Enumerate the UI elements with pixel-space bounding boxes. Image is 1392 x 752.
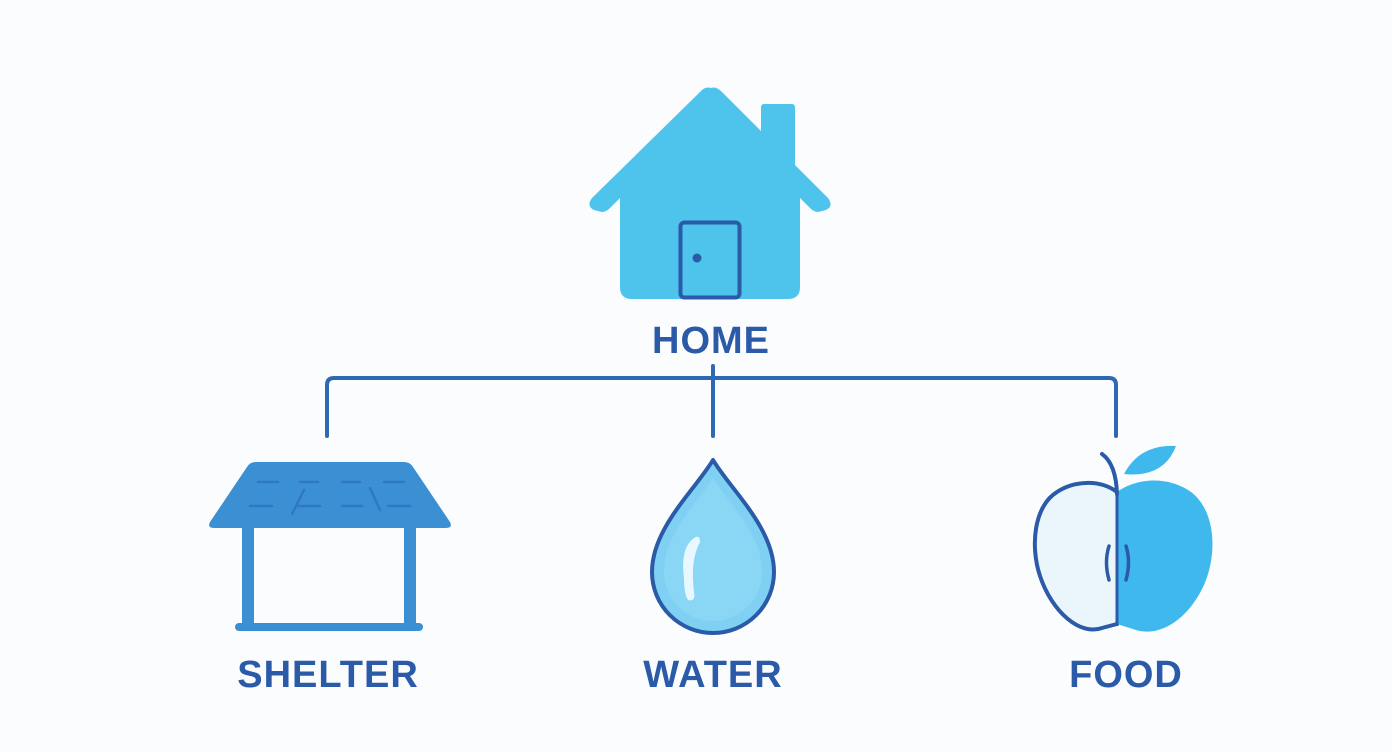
apple-icon [1032,445,1213,632]
house-icon [589,87,831,300]
connector-bar [325,376,1118,438]
connector-lines [325,364,1118,438]
water-drop-icon [650,458,776,635]
food-label: FOOD [1069,654,1183,696]
door-icon [678,220,742,300]
shelter-roof-icon [209,462,451,631]
water-label: WATER [643,654,783,696]
home-label: HOME [652,320,770,362]
shelter-label: SHELTER [237,654,419,696]
door-knob [692,253,702,263]
